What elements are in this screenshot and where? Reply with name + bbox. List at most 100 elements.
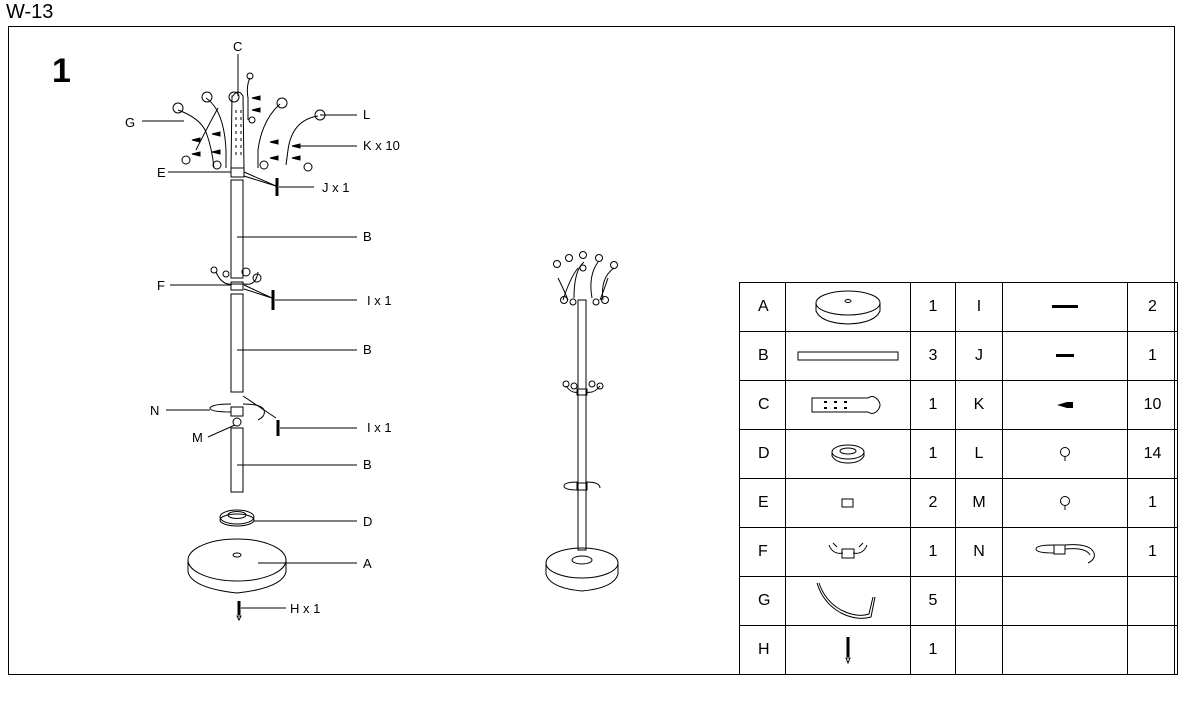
assembled-view-diagram (545, 251, 619, 592)
part-letter: M (955, 478, 1003, 528)
part-illustration (785, 625, 911, 675)
label-b-upper: B (363, 229, 372, 244)
step-number: 1 (52, 52, 71, 90)
part-letter: F (739, 527, 786, 577)
part-letter: I (955, 282, 1003, 332)
screw-h-part (236, 601, 242, 622)
part-letter: J (955, 331, 1003, 381)
label-h: H x 1 (290, 601, 320, 616)
part-illustration (785, 282, 911, 332)
part-illustration (785, 576, 911, 626)
part-illustration (1002, 282, 1128, 332)
part-illustration (1002, 429, 1128, 479)
label-i-lower: I x 1 (367, 420, 392, 435)
part-illustration (1002, 527, 1128, 577)
part-quantity: 2 (1127, 282, 1178, 332)
label-j: J x 1 (322, 180, 349, 195)
part-quantity: 10 (1127, 380, 1178, 430)
label-i-upper: I x 1 (367, 293, 392, 308)
curved-arms-part (172, 72, 326, 172)
base-nut-part (219, 509, 255, 527)
square-connector-icon (786, 496, 910, 510)
double-hook-icon (786, 539, 910, 565)
round-base-part (187, 538, 287, 594)
label-c: C (233, 39, 242, 54)
label-d: D (363, 514, 372, 529)
part-quantity: 1 (1127, 331, 1178, 381)
part-quantity: 2 (910, 478, 956, 528)
label-b-middle: B (363, 342, 372, 357)
label-g: G (125, 115, 135, 130)
part-quantity (1127, 625, 1178, 675)
curved-arm-icon (786, 579, 910, 623)
part-illustration (1002, 478, 1128, 528)
tube-lower-part (230, 427, 244, 493)
ball-knob-icon (1003, 494, 1127, 512)
round-base-icon (786, 287, 910, 327)
assembled-base (545, 547, 619, 592)
part-quantity: 3 (910, 331, 956, 381)
tube-upper-part (230, 179, 244, 279)
label-m: M (192, 430, 203, 445)
part-illustration (1002, 576, 1128, 626)
part-illustration (785, 527, 911, 577)
ball-m-part (232, 417, 242, 427)
assembled-pole (577, 299, 587, 551)
part-letter: C (739, 380, 786, 430)
part-quantity: 1 (910, 429, 956, 479)
screw-icon (786, 635, 910, 665)
part-letter (955, 625, 1003, 675)
part-illustration (785, 331, 911, 381)
part-quantity: 1 (910, 282, 956, 332)
ball-knob-icon (1003, 445, 1127, 463)
part-letter: D (739, 429, 786, 479)
bolt-long-icon (1003, 302, 1127, 312)
part-illustration (1002, 331, 1128, 381)
umbrella-ring-icon (1003, 537, 1127, 567)
label-e: E (157, 165, 166, 180)
part-illustration (785, 478, 911, 528)
double-hook-part (210, 266, 262, 291)
part-quantity: 1 (910, 527, 956, 577)
part-illustration (785, 429, 911, 479)
assembled-middle-hooks (562, 380, 604, 396)
assembled-ring (563, 481, 601, 491)
part-illustration (1002, 380, 1128, 430)
plug-icon (1003, 399, 1127, 411)
part-letter: B (739, 331, 786, 381)
part-quantity: 1 (910, 625, 956, 675)
assembled-top (553, 251, 618, 306)
tube-middle-part (230, 293, 244, 393)
base-nut-icon (786, 442, 910, 466)
tube-icon (786, 349, 910, 363)
exploded-view-diagram: C G L K x 10 E J x 1 B F I x 1 B N M I x… (125, 39, 400, 622)
part-letter: N (955, 527, 1003, 577)
label-k: K x 10 (363, 138, 400, 153)
part-quantity: 14 (1127, 429, 1178, 479)
label-b-lower: B (363, 457, 372, 472)
part-quantity: 1 (910, 380, 956, 430)
part-letter: L (955, 429, 1003, 479)
part-quantity (1127, 576, 1178, 626)
part-letter: E (739, 478, 786, 528)
label-n: N (150, 403, 159, 418)
part-illustration (1002, 625, 1128, 675)
top-post-icon (786, 394, 910, 416)
part-quantity: 5 (910, 576, 956, 626)
part-letter: G (739, 576, 786, 626)
part-illustration (785, 380, 911, 430)
part-quantity: 1 (1127, 478, 1178, 528)
label-f: F (157, 278, 165, 293)
part-quantity: 1 (1127, 527, 1178, 577)
part-letter: A (739, 282, 786, 332)
model-code: W-13 (6, 1, 54, 23)
part-letter: K (955, 380, 1003, 430)
label-l: L (363, 107, 370, 122)
